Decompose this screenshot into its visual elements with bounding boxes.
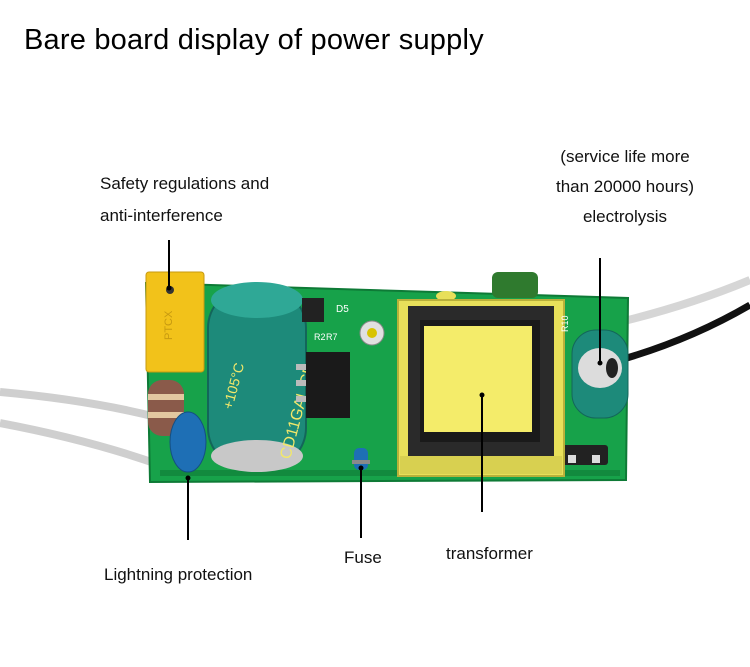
film-capacitor	[492, 272, 538, 298]
svg-text:R10: R10	[560, 315, 570, 332]
fuse	[352, 448, 370, 470]
main-capacitor: CD11GAL CD +105°C	[207, 282, 319, 472]
label-electrolysis: (service life more than 20000 hours) ele…	[520, 142, 730, 232]
svg-text:R2: R2	[314, 332, 326, 342]
label-electrolysis-line2: than 20000 hours)	[556, 177, 694, 196]
label-lightning: Lightning protection	[104, 565, 253, 584]
input-wire-top	[0, 388, 161, 422]
label-electrolysis-line3: electrolysis	[582, 207, 668, 226]
safety-capacitor: PTCX	[145, 271, 205, 373]
input-wire-bottom	[0, 419, 162, 469]
driver-ic	[306, 352, 350, 418]
label-safety-line1: Safety regulations and	[100, 174, 270, 193]
rectifier-chip	[560, 445, 608, 465]
label-transformer: transformer	[446, 544, 533, 563]
transformer	[397, 299, 565, 477]
label-safety: Safety regulations and anti-interference	[100, 168, 269, 232]
output-wire-white	[619, 276, 750, 326]
output-capacitor: R10	[560, 315, 629, 419]
svg-text:D5: D5	[336, 304, 349, 315]
label-electrolysis-line1: (service life more	[560, 147, 690, 166]
svg-text:PTCX: PTCX	[163, 310, 175, 340]
pcb-edge	[160, 470, 620, 476]
label-safety-line2: anti-interference	[100, 206, 223, 225]
svg-text:R7: R7	[326, 332, 338, 342]
page-title: Bare board display of power supply	[24, 24, 484, 56]
mosfet	[302, 298, 324, 322]
varistor	[169, 411, 207, 473]
label-fuse: Fuse	[344, 548, 382, 567]
output-wire-black	[619, 301, 750, 364]
